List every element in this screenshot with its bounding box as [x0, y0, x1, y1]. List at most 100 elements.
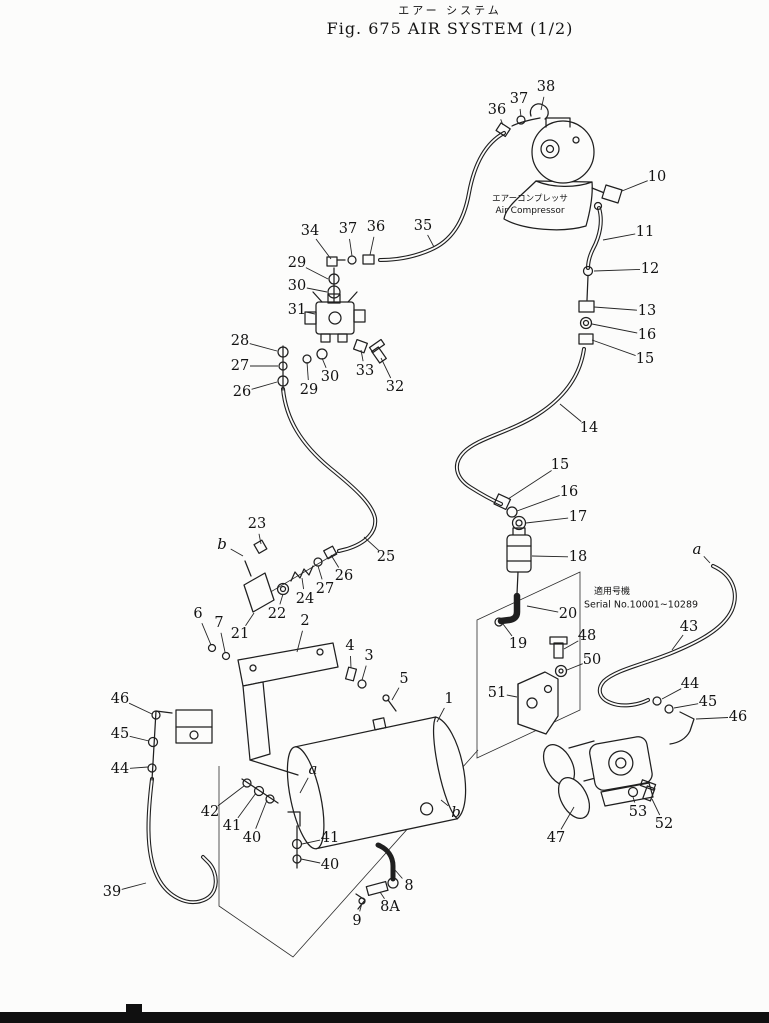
bracket-2-hole-2: [316, 648, 324, 656]
part-label-35: 35: [414, 218, 432, 234]
right-fitting-chain: [578, 265, 595, 345]
leader-line: [129, 766, 149, 769]
leader-line: [321, 357, 327, 368]
bolt-6: [207, 643, 217, 653]
valve-31-left-port: [304, 311, 317, 325]
hose-39-core: [147, 778, 217, 904]
leader-line: [593, 268, 641, 272]
hose-39: [146, 777, 218, 905]
part-label-3: 3: [364, 648, 373, 664]
elbow-46r: [669, 711, 695, 745]
leader-line: [230, 548, 244, 557]
leader-line: [500, 119, 504, 126]
leader-line: [201, 623, 212, 646]
part-label-36: 36: [488, 102, 506, 118]
ring-17: [511, 515, 527, 531]
part-label-50: 50: [583, 652, 601, 668]
part-label-28: 28: [231, 333, 249, 349]
hose-35: [378, 131, 506, 262]
bracket-51-hole-1: [526, 697, 538, 709]
part-label-8A: 8A: [380, 899, 400, 915]
leader-line: [621, 180, 648, 192]
part-label-44: 44: [111, 761, 129, 777]
leader-line: [306, 287, 328, 293]
fitting-9: [355, 893, 366, 910]
nipple-11: [593, 201, 603, 211]
leader-line: [251, 381, 278, 390]
leader-line: [391, 687, 400, 701]
compressor-hub-center: [545, 144, 555, 154]
elbow-34: [326, 256, 338, 267]
part-label-38: 38: [537, 79, 555, 95]
hose-25-core: [282, 388, 377, 552]
part-label-26: 26: [335, 568, 353, 584]
part-label-16: 16: [560, 484, 578, 500]
part-label-12: 12: [641, 261, 659, 277]
nut-15: [578, 333, 594, 345]
spring-24: [290, 565, 314, 582]
air-compressor: [503, 117, 623, 231]
bolt-48-shank: [553, 642, 564, 659]
leader-line: [507, 470, 552, 500]
washer-41a: [253, 785, 265, 797]
leader-line: [296, 630, 303, 653]
horn-body: [589, 736, 653, 791]
leader-line: [369, 236, 375, 256]
horn-diaphragm: [608, 750, 634, 776]
leader-line: [359, 902, 363, 912]
valve-18-stem: [516, 571, 519, 595]
part-label-37: 37: [339, 221, 357, 237]
leader-line: [519, 108, 522, 118]
horn-bracket: [600, 782, 654, 807]
bolt-48-head: [549, 636, 568, 645]
nut-36m: [362, 254, 375, 265]
washer-45r: [664, 704, 674, 714]
part-label-10: 10: [648, 169, 666, 185]
part-label-45: 45: [111, 726, 129, 742]
leader-line: [299, 777, 309, 794]
part-label-48: 48: [578, 628, 596, 644]
washer-22: [276, 582, 290, 596]
ring-29b: [302, 354, 312, 364]
washer-53: [627, 786, 639, 798]
leader-line: [306, 361, 309, 381]
part-label-15: 15: [636, 351, 654, 367]
air-tank: [286, 716, 467, 850]
compressor-body: [503, 180, 593, 231]
part-label-53: 53: [629, 804, 647, 820]
leader-line: [379, 891, 385, 899]
part-label-5: 5: [399, 671, 408, 687]
leader-line: [306, 311, 316, 315]
fitting-19: [494, 617, 504, 627]
leader-line: [217, 785, 245, 807]
nut-44l: [147, 763, 157, 773]
connector-10: [601, 184, 623, 204]
leader-line: [317, 565, 323, 580]
leader-lines: [121, 96, 729, 912]
clamp-8a: [365, 880, 389, 897]
tank-top-boss: [372, 717, 387, 731]
leader-line: [525, 517, 569, 524]
compressor-top-boss: [545, 117, 571, 128]
leader-line: [560, 806, 575, 830]
part-label-20: 20: [559, 606, 577, 622]
part-label-6: 6: [193, 606, 202, 622]
part-label-23: 23: [248, 516, 266, 532]
middle-fitting-chain: [493, 493, 532, 627]
part-label-37: 37: [510, 91, 528, 107]
part-label-43: 43: [680, 619, 698, 635]
hose-25: [281, 387, 378, 553]
fitting-33: [352, 338, 368, 354]
valve-31-bottom-port-1: [320, 333, 331, 343]
part-label-30: 30: [288, 278, 306, 294]
bracket-2-foot: [249, 759, 299, 776]
nut-15b: [493, 493, 512, 511]
part-label-52: 52: [655, 816, 673, 832]
leader-line: [129, 735, 150, 742]
washer-16b: [506, 506, 518, 518]
part-label-22: 22: [268, 606, 286, 622]
leader-line: [315, 238, 332, 260]
bolt-32-head: [368, 338, 386, 354]
